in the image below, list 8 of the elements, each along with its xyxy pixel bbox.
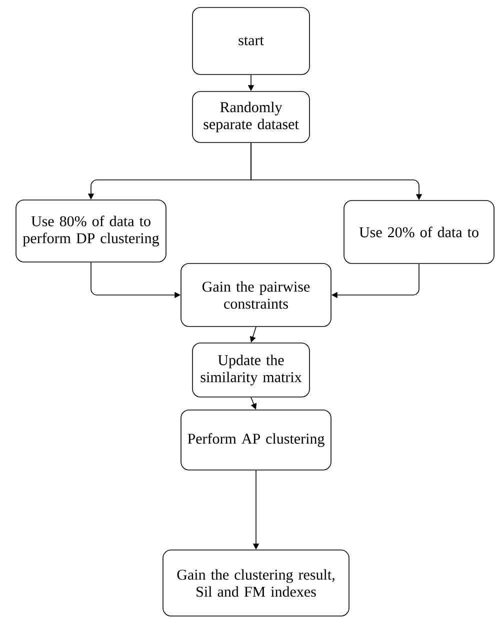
process-box: Use 80% of data to perform DP clustering: [16, 200, 166, 262]
process-box: Gain the clustering result, Sil and FM indexes: [162, 550, 350, 616]
process-box: Update the similarity matrix: [192, 342, 310, 398]
process-box: Use 20% of data to: [344, 200, 494, 264]
process-box: Gain the pairwise constraints: [180, 263, 332, 327]
process-box: Perform AP clustering: [180, 410, 332, 470]
process-box: Randomly separate dataset: [192, 91, 310, 143]
process-box: start: [192, 7, 310, 75]
